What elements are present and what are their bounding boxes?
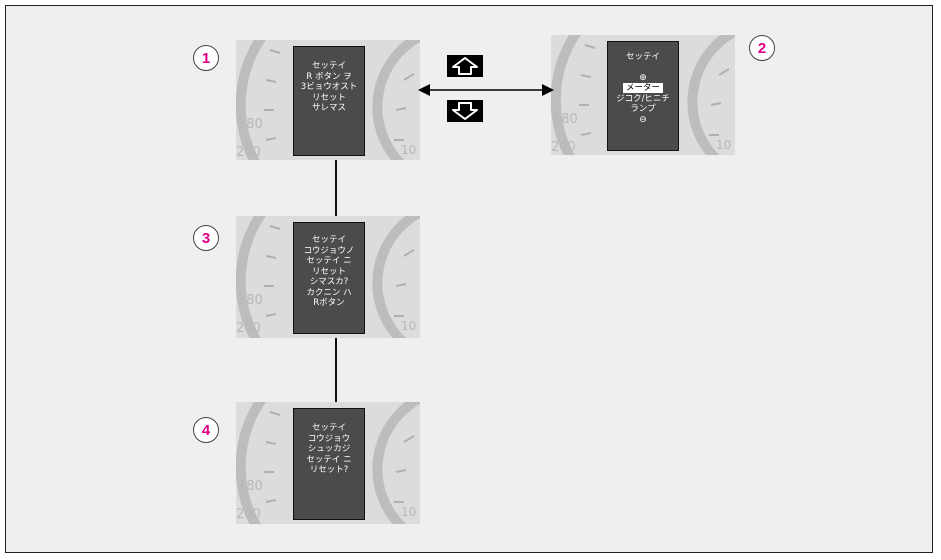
down-arrow-icon — [447, 100, 483, 122]
gauge-label-10: 10 — [401, 319, 416, 333]
gauge-label-200: 200 — [236, 145, 261, 160]
gauge-label-180: 180 — [238, 293, 263, 308]
connector-3-4 — [335, 338, 337, 402]
lcd-line: 3ビョウオスト — [301, 82, 357, 93]
gauge-label-180: 180 — [238, 479, 263, 494]
lcd-screen-2: セッテイ ⊕ メーター ジコク/ヒニチ ランプ ⊖ — [607, 41, 679, 151]
step-badge-1: 1 — [193, 45, 219, 71]
lcd-line: ランプ — [630, 104, 655, 115]
lcd-screen-3: セッテイ コウジョウノ セッテイ ニ リセット シマスカ? カクニン ハ Rボタ… — [293, 222, 365, 334]
gauge-label-200: 200 — [236, 321, 261, 336]
lcd-line: リセット? — [310, 465, 349, 476]
gauge-label-200: 200 — [236, 507, 261, 522]
display-panel-1: 180 200 10 セッテイ R ボタン ヲ 3ビョウオスト リセット サレマ… — [236, 40, 420, 160]
lcd-line: シマスカ? — [310, 277, 349, 288]
step-badge-3: 3 — [193, 225, 219, 251]
lcd-screen-1: セッテイ R ボタン ヲ 3ビョウオスト リセット サレマス — [293, 46, 365, 156]
minus-icon: ⊖ — [639, 115, 647, 126]
lcd-selected-item: メーター — [623, 83, 663, 93]
lcd-line: コウジョウノ — [304, 246, 355, 257]
lcd-line: カクニン ハ — [306, 288, 351, 299]
down-button — [447, 100, 483, 122]
plus-icon: ⊕ — [639, 73, 647, 84]
lcd-line: シュッカジ — [308, 444, 351, 455]
step-badge-4: 4 — [193, 417, 219, 443]
step-badge-2: 2 — [749, 35, 775, 61]
lcd-line: ジコク/ヒニチ — [616, 94, 670, 105]
display-panel-4: 180 200 10 セッテイ コウジョウ シュッカジ セッテイ ニ リセット? — [236, 402, 420, 524]
connector-1-3 — [335, 160, 337, 216]
gauge-label-10: 10 — [401, 505, 416, 519]
gauge-label-10: 10 — [401, 143, 416, 157]
gauge-label-200: 200 — [551, 140, 576, 155]
lcd-line: サレマス — [312, 103, 346, 114]
gauge-label-180: 180 — [238, 117, 263, 132]
double-arrow-icon — [418, 82, 554, 98]
lcd-screen-4: セッテイ コウジョウ シュッカジ セッテイ ニ リセット? — [293, 408, 365, 520]
lcd-line: セッテイ — [312, 61, 346, 72]
lcd-line: コウジョウ — [308, 434, 350, 445]
lcd-line: リセット — [312, 93, 346, 104]
lcd-line: リセット — [312, 267, 346, 278]
lcd-line: R ボタン ヲ — [306, 72, 351, 83]
lcd-line: セッテイ — [626, 52, 660, 63]
display-panel-3: 180 200 10 セッテイ コウジョウノ セッテイ ニ リセット シマスカ?… — [236, 216, 420, 338]
up-arrow-icon — [447, 55, 483, 77]
gauge-label-10: 10 — [716, 138, 731, 152]
lcd-line: Rボタン — [313, 298, 344, 309]
gauge-label-180: 180 — [553, 112, 578, 127]
up-button — [447, 55, 483, 77]
lcd-line: セッテイ — [312, 235, 346, 246]
lcd-line: セッテイ ニ — [306, 455, 351, 466]
lcd-line: セッテイ ニ — [306, 256, 351, 267]
display-panel-2: 180 200 10 セッテイ ⊕ メーター ジコク/ヒニチ ランプ ⊖ — [551, 35, 735, 155]
lcd-line: セッテイ — [312, 423, 346, 434]
